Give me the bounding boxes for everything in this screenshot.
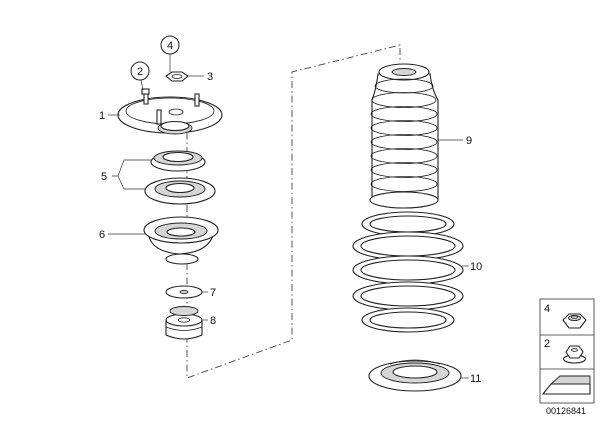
legend-label-2: 2 [544, 338, 550, 350]
leader-lines [108, 54, 469, 379]
label-part-6: 6 [99, 229, 105, 241]
self-locking-nut [165, 71, 189, 82]
strut-bearing [150, 150, 206, 172]
protective-bellows [369, 63, 439, 209]
fastener-legend: 4 2 [539, 298, 595, 404]
spring-support [143, 216, 219, 265]
flange-nut-icon [562, 345, 587, 364]
wedge-arrow-icon [541, 375, 591, 395]
label-part-11: 11 [470, 373, 481, 385]
circled-callout-2: 2 [130, 61, 150, 81]
washer [165, 285, 203, 299]
diagram-number: 00126841 [546, 406, 586, 416]
circled-callout-4: 4 [160, 35, 180, 55]
nut-part-2-small [141, 88, 150, 95]
label-part-7: 7 [210, 287, 216, 299]
coil-spring [352, 211, 464, 333]
lower-spring-pad [368, 359, 462, 392]
legend-label-4: 4 [544, 303, 550, 315]
label-part-8: 8 [210, 315, 216, 327]
label-part-5: 5 [101, 171, 107, 183]
upper-spring-seat [144, 177, 216, 205]
top-mount-plate [117, 91, 223, 135]
label-part-10: 10 [470, 261, 482, 273]
additional-damper [165, 306, 203, 340]
label-part-2: 2 [137, 66, 143, 78]
label-part-1: 1 [99, 110, 105, 122]
label-part-4: 4 [167, 40, 173, 52]
assembly-centerline [186, 44, 401, 379]
label-part-3: 3 [207, 71, 213, 83]
label-part-9: 9 [466, 135, 472, 147]
nut-icon [562, 313, 587, 329]
